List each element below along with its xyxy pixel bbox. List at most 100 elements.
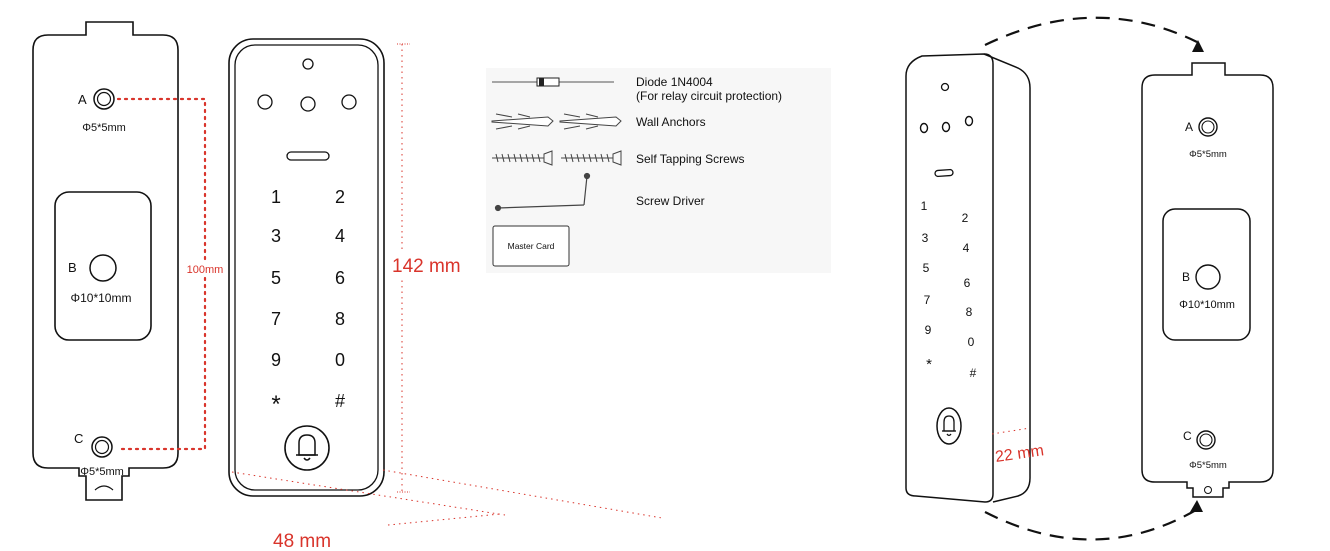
key-6: 6 [335, 268, 345, 288]
anchors-label: Wall Anchors [636, 115, 706, 129]
key-1: 1 [271, 187, 281, 207]
keypad-front: 1 2 3 4 5 6 7 8 9 0 * # 142 mm [228, 38, 663, 551]
cable-window [54, 191, 152, 341]
diode-name: Diode 1N4004 [636, 75, 713, 89]
hole-c-outer [91, 436, 113, 458]
hole-a-size: Φ5*5mm [1189, 149, 1227, 160]
hole-b-letter: B [1182, 270, 1190, 284]
key-3: 3 [271, 226, 281, 246]
card-reader-slot [286, 151, 330, 161]
key-7: 7 [271, 309, 281, 329]
key-2: 2 [962, 211, 969, 225]
hole-b-size: Φ10*10mm [71, 291, 132, 305]
hole-a-letter: A [78, 92, 87, 107]
key-9: 9 [271, 350, 281, 370]
flip-arrows [984, 16, 1204, 541]
height-dimension: 142 mm [389, 43, 469, 493]
key-8: 8 [335, 309, 345, 329]
led-icon [919, 122, 929, 134]
hole-a-outer [1198, 117, 1218, 137]
led-icon [964, 115, 974, 127]
hole-b [1195, 264, 1221, 290]
device-side-face [983, 53, 1031, 503]
doorbell-button [936, 407, 962, 445]
screw-icon [492, 150, 622, 166]
hole-c-inner [94, 439, 110, 455]
card-reader-slot [934, 168, 954, 178]
key-2: 2 [335, 187, 345, 207]
diode-icon [492, 77, 614, 87]
key-0: 0 [968, 335, 975, 349]
wall-anchor-icon [491, 113, 622, 130]
width-label: 48 mm [273, 531, 331, 551]
led-icon [941, 121, 951, 133]
hole-c-letter: C [1183, 429, 1192, 443]
top-arc [984, 16, 1198, 46]
key-4: 4 [335, 226, 345, 246]
screw-driver-icon [494, 172, 591, 212]
hole-c-inner [1199, 433, 1213, 447]
bottom-arc [984, 509, 1197, 541]
hole-a-outer [93, 88, 115, 110]
key-7: 7 [924, 293, 931, 307]
right-mounting-plate: A Φ5*5mm B Φ10*10mm C Φ5*5mm [1141, 62, 1274, 498]
width-dimension [231, 469, 663, 526]
hole-c-letter: C [74, 431, 83, 446]
hole-c-size: Φ5*5mm [1189, 460, 1227, 471]
key-4: 4 [963, 241, 970, 255]
plate-outline [32, 21, 179, 501]
key-star: * [926, 356, 932, 373]
led-icon [257, 94, 273, 110]
left-mounting-plate: A Φ5*5mm B Φ10*10mm C Φ5*5mm 100mm [32, 21, 227, 501]
hole-a-size: Φ5*5mm [82, 122, 126, 134]
camera-icon [940, 82, 950, 92]
keypad-inner-outline [234, 44, 379, 491]
bottom-arrowhead-icon [1190, 500, 1203, 512]
plate-outline [1141, 62, 1274, 498]
key-star: * [271, 391, 280, 418]
spacing-label: 100mm [187, 264, 224, 276]
hole-a-letter: A [1185, 120, 1193, 134]
bottom-clip-hole [1204, 486, 1212, 494]
hole-spacing-dimension: 100mm [116, 97, 227, 451]
key-6: 6 [964, 276, 971, 290]
device-front-face [905, 53, 994, 503]
key-hash: # [970, 366, 977, 380]
height-label: 142 mm [392, 256, 461, 277]
screws-label: Self Tapping Screws [636, 152, 745, 166]
top-arrowhead-icon [1192, 40, 1204, 52]
hole-a-inner [1201, 120, 1215, 134]
key-8: 8 [966, 305, 973, 319]
hole-c-outer [1196, 430, 1216, 450]
key-3: 3 [922, 231, 929, 245]
diode-note: (For relay circuit protection) [636, 89, 782, 103]
keypad-angled-view: 1 2 3 4 5 6 7 8 9 0 * # 22 mm [905, 53, 1045, 503]
key-hash: # [335, 391, 345, 411]
card-label: Master Card [508, 241, 555, 251]
cable-window [1162, 208, 1251, 341]
hole-b-size: Φ10*10mm [1179, 299, 1235, 311]
master-card-icon [492, 225, 570, 267]
key-5: 5 [923, 261, 930, 275]
accessories-panel: Diode 1N4004 (For relay circuit protecti… [486, 68, 831, 273]
hole-b-letter: B [68, 260, 77, 275]
key-1: 1 [921, 199, 928, 213]
keypad-outer-outline [228, 38, 385, 497]
bell-icon [942, 415, 956, 437]
key-0: 0 [335, 350, 345, 370]
depth-dimension: 22 mm [991, 427, 1045, 466]
led-icon [341, 94, 357, 110]
camera-icon [302, 58, 314, 70]
led-icon [300, 96, 316, 112]
key-9: 9 [925, 323, 932, 337]
hole-a-inner [96, 91, 112, 107]
bottom-clip [94, 485, 114, 491]
depth-label: 22 mm [994, 442, 1045, 466]
hole-b [89, 254, 117, 282]
hole-c-size: Φ5*5mm [80, 466, 124, 478]
doorbell-button [284, 425, 330, 471]
bell-icon [296, 434, 318, 461]
key-5: 5 [271, 268, 281, 288]
driver-label: Screw Driver [636, 194, 705, 208]
